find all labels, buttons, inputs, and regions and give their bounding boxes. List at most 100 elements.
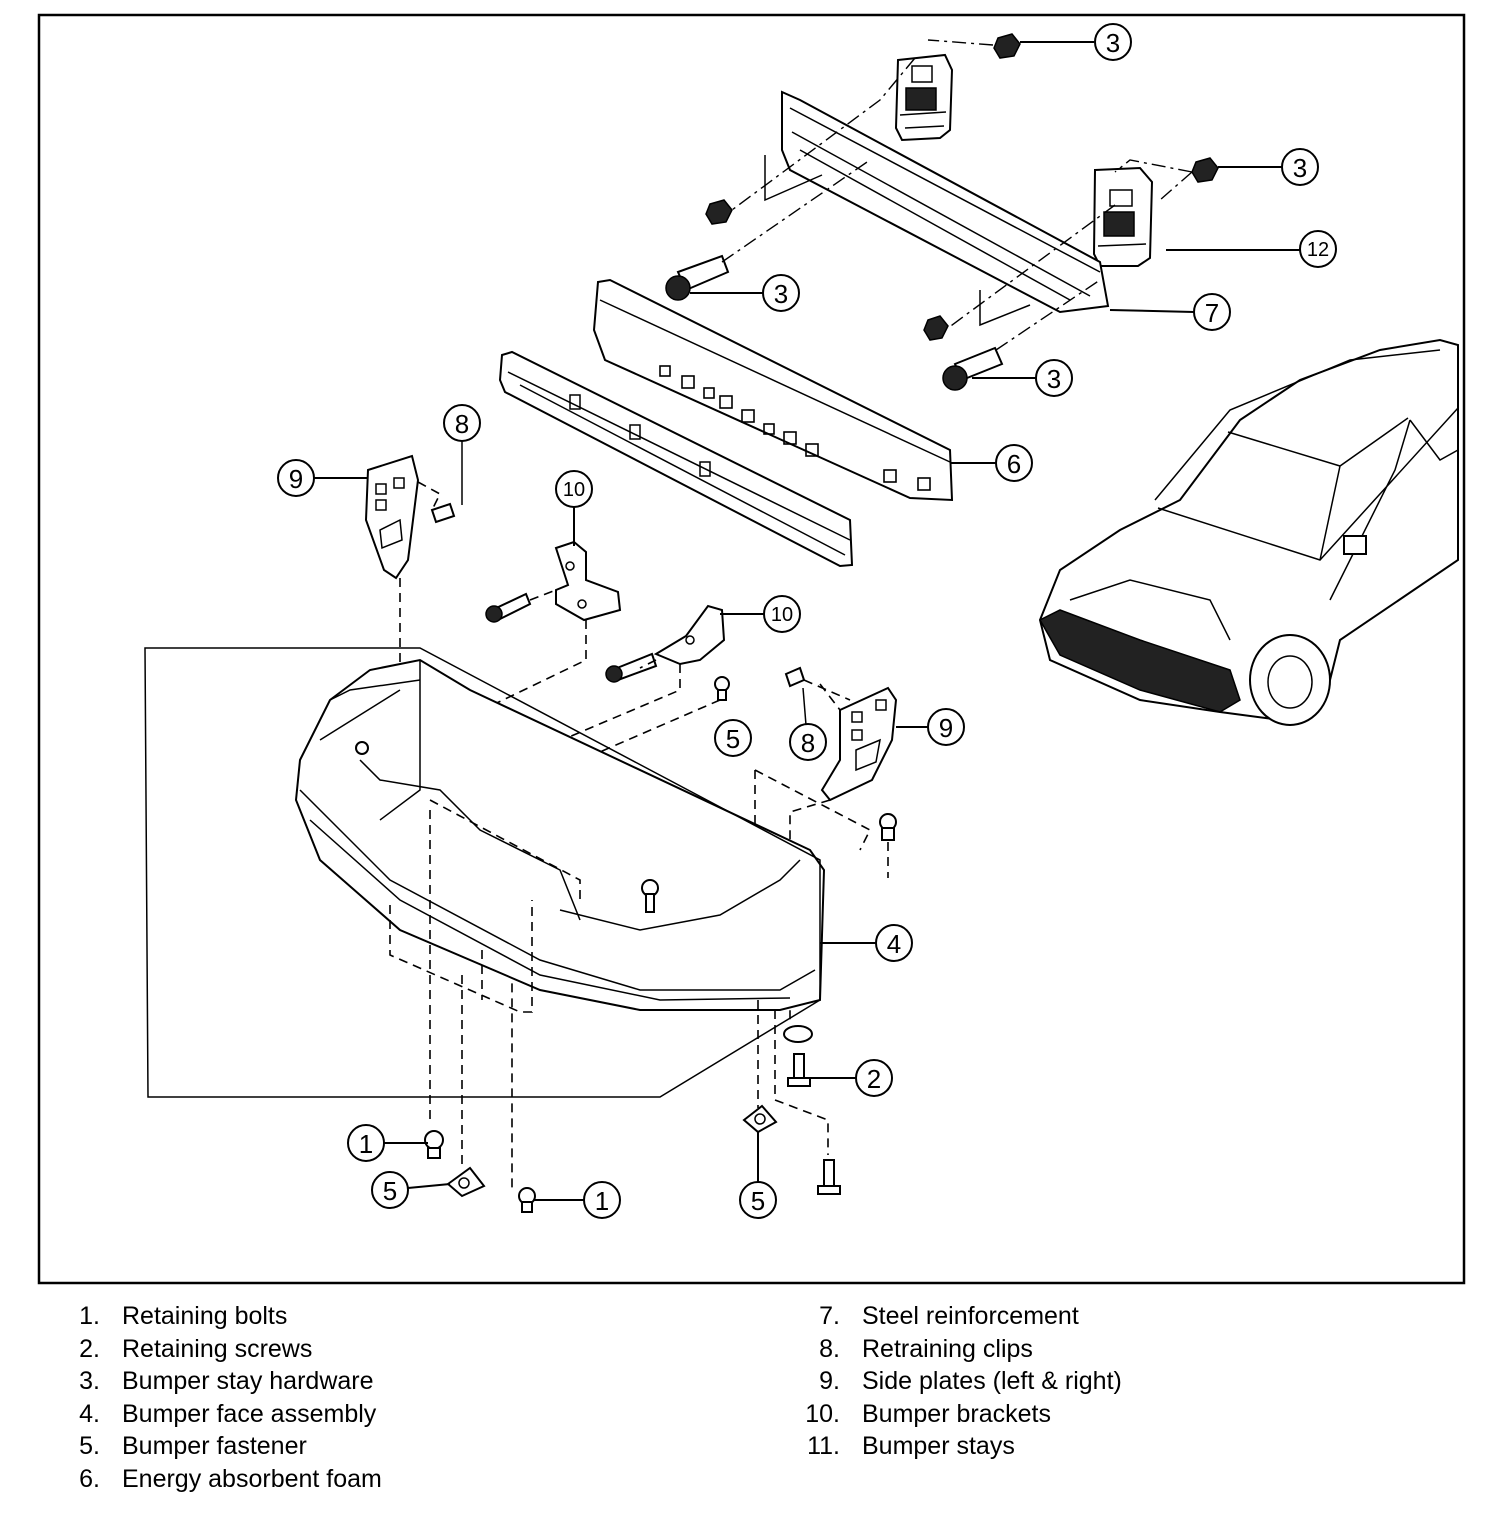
- fastener-upper: [714, 676, 730, 701]
- energy-absorbent-foam: [592, 278, 954, 502]
- steel-reinforcement: [781, 90, 1110, 314]
- vehicle-inset: [1038, 338, 1459, 726]
- legend-item: 8. Retraining clips: [778, 1333, 1122, 1366]
- callout-8-right: 8: [789, 723, 827, 761]
- svg-text:7: 7: [1205, 298, 1219, 328]
- bumper-bracket-upper: [554, 540, 622, 622]
- exploded-bumper-diagram: 3 3 12 7 3 3 6 8 9 10 10 5 8 9 4 2 1 5 1…: [37, 13, 1466, 1285]
- callout-7: 7: [1193, 293, 1231, 331]
- svg-text:5: 5: [751, 1186, 765, 1216]
- legend-label: Bumper fastener: [122, 1432, 307, 1460]
- legend-item: 9. Side plates (left & right): [778, 1365, 1122, 1398]
- retaining-bolt-left: [424, 1130, 444, 1159]
- nut-upper-right: [993, 33, 1021, 59]
- legend-label: Retaining screws: [122, 1334, 313, 1363]
- nut-lower: [923, 315, 949, 341]
- retaining-bolt-center: [518, 1187, 536, 1213]
- legend-label: Retraining clips: [862, 1334, 1033, 1363]
- callout-6: 6: [995, 444, 1033, 482]
- callout-9-left: 9: [277, 459, 315, 497]
- svg-text:9: 9: [289, 464, 303, 494]
- legend-item: 3. Bumper stay hardware: [58, 1365, 382, 1398]
- bumper-outline-box: [144, 647, 821, 1098]
- svg-text:8: 8: [455, 409, 469, 439]
- legend-item: 7. Steel reinforcement: [778, 1300, 1122, 1333]
- bumper-bracket-lower: [653, 604, 726, 666]
- svg-text:12: 12: [1307, 239, 1329, 261]
- fastener-right: [879, 813, 897, 841]
- legend-left: 1. Retaining bolts 2. Retaining screws 3. B…: [58, 1300, 382, 1495]
- callout-1-center: 1: [583, 1181, 621, 1219]
- svg-text:5: 5: [383, 1176, 397, 1206]
- legend-number: 7.: [819, 1302, 840, 1330]
- bolt-bracket-lower: [605, 652, 658, 683]
- retaining-screw: [787, 1053, 811, 1087]
- legend-label: Steel reinforcement: [862, 1302, 1079, 1330]
- fastener-bottom-left: [446, 1166, 486, 1198]
- legend-label: Bumper stay hardware: [122, 1367, 374, 1395]
- callout-3-left: 3: [762, 274, 800, 312]
- fastener-bottom-right: [742, 1104, 778, 1134]
- callout-1-left: 1: [347, 1124, 385, 1162]
- nut-right: [1191, 157, 1219, 183]
- legend-item: 10. Bumper brackets: [778, 1398, 1122, 1431]
- svg-text:3: 3: [774, 279, 788, 309]
- svg-text:2: 2: [867, 1064, 881, 1094]
- legend-number: 10.: [805, 1399, 840, 1428]
- retaining-screw-lower: [817, 1159, 841, 1195]
- bolt-bracket-upper: [485, 592, 532, 623]
- legend-item: 2. Retaining screws: [58, 1333, 382, 1366]
- legend-label: Bumper face assembly: [122, 1399, 377, 1428]
- legend-number: 1.: [79, 1302, 100, 1330]
- callout-12: 12: [1299, 230, 1337, 268]
- legend-item: 6.Energy absorbent foam: [58, 1463, 382, 1496]
- bolt-lower: [942, 346, 1004, 391]
- svg-text:1: 1: [359, 1129, 373, 1159]
- retaining-screw-upper: [783, 1025, 813, 1043]
- callout-5-left: 5: [371, 1171, 409, 1209]
- legend-label: Bumper stays: [862, 1432, 1015, 1460]
- callout-8-left: 8: [443, 404, 481, 442]
- legend-item: 1. Retaining bolts: [58, 1300, 382, 1333]
- clip-left: [430, 502, 456, 524]
- bumper-bracket-rail: [498, 350, 854, 568]
- svg-text:3: 3: [1106, 28, 1120, 58]
- legend-item: 5. Bumper fastener: [58, 1430, 382, 1463]
- svg-text:4: 4: [887, 929, 901, 959]
- callout-5-right: 5: [739, 1181, 777, 1219]
- legend-number: 2.: [79, 1334, 100, 1363]
- callout-3-right: 3: [1281, 148, 1319, 186]
- svg-text:3: 3: [1047, 364, 1061, 394]
- side-plate-right: [820, 686, 898, 802]
- nut-left: [705, 199, 733, 225]
- callout-3-lower: 3: [1035, 359, 1073, 397]
- svg-text:1: 1: [595, 1186, 609, 1216]
- legend-number: 5.: [79, 1432, 100, 1460]
- legend-number: 6.: [79, 1464, 100, 1493]
- callout-10-lower: 10: [763, 595, 801, 633]
- side-plate-left: [364, 454, 420, 580]
- legend-number: 11.: [807, 1432, 840, 1460]
- callout-4: 4: [875, 924, 913, 962]
- svg-text:9: 9: [939, 713, 953, 743]
- legend-label: Side plates (left & right): [862, 1367, 1122, 1395]
- legend-label: Retaining bolts: [122, 1302, 288, 1330]
- bolt-left: [665, 254, 730, 301]
- diagram-frame: [37, 13, 1466, 1285]
- legend-number: 3.: [79, 1367, 100, 1395]
- legend-number: 4.: [79, 1399, 100, 1428]
- legend-right: 7. Steel reinforcement 8. Retraining clips…: [778, 1300, 1122, 1463]
- callout-10-upper: 10: [555, 470, 593, 508]
- legend-item: 11. Bumper stays: [778, 1430, 1122, 1463]
- bumper-stay-upper: [894, 53, 954, 142]
- callout-9-right: 9: [927, 708, 965, 746]
- legend-label: Bumper brackets: [862, 1399, 1051, 1428]
- clip-right: [784, 666, 806, 688]
- legend-number: 9.: [819, 1367, 840, 1395]
- svg-text:3: 3: [1293, 153, 1307, 183]
- legend-number: 8.: [819, 1334, 840, 1363]
- svg-text:10: 10: [563, 479, 585, 501]
- callout-5-upper: 5: [714, 719, 752, 757]
- bumper-face-assembly: [294, 658, 826, 1011]
- svg-text:6: 6: [1007, 449, 1021, 479]
